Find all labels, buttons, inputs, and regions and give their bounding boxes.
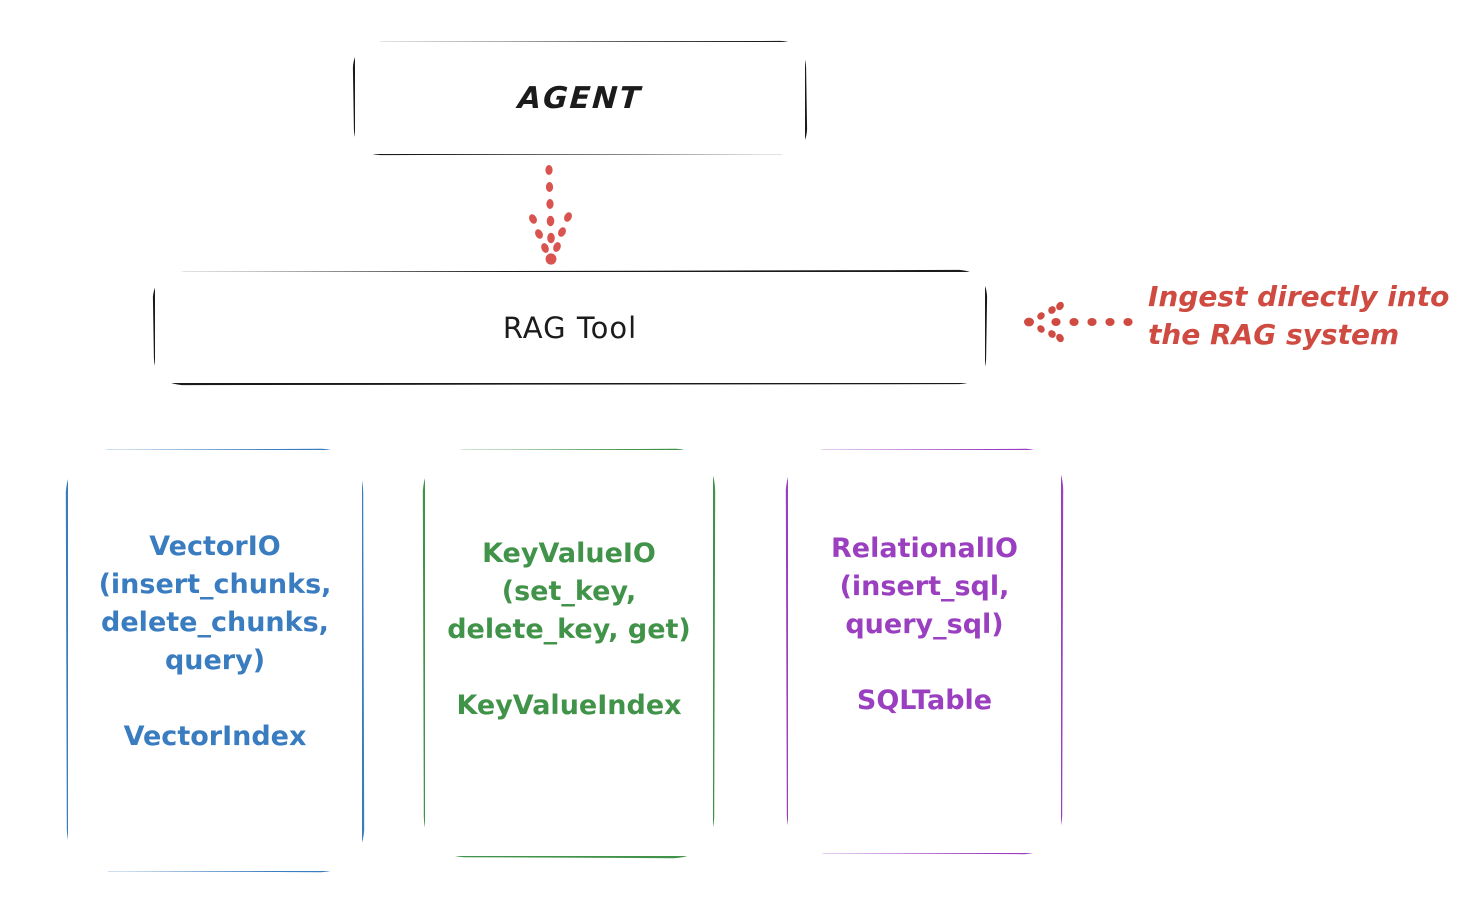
- agent-to-rag-tool-arrow: [529, 165, 572, 265]
- vectorio-provider-node[interactable]: VectorIO (insert_chunks, delete_chunks, …: [68, 450, 362, 871]
- keyvalueio-content: KeyValueIO (set_key, delete_key, get) Ke…: [425, 450, 713, 725]
- vectorio-api-label: VectorIO (insert_chunks, delete_chunks, …: [98, 531, 332, 676]
- relationalio-content: RelationalIO (insert_sql, query_sql) SQL…: [788, 450, 1061, 720]
- ingest-annotation-text: Ingest directly into the RAG system: [1148, 280, 1450, 351]
- ingest-dotted-arrow: [1024, 301, 1133, 343]
- relationalio-impl-label: SQLTable: [856, 685, 993, 716]
- vectorio-impl-label: VectorIndex: [123, 721, 307, 752]
- rag-tool-node-label: RAG Tool: [502, 310, 638, 345]
- agent-node[interactable]: AGENT: [355, 42, 805, 154]
- keyvalueio-impl-label: KeyValueIndex: [456, 690, 682, 721]
- keyvalueio-api-label: KeyValueIO (set_key, delete_key, get): [447, 538, 691, 645]
- relationalio-api-label: RelationalIO (insert_sql, query_sql): [831, 533, 1018, 640]
- keyvalueio-provider-node[interactable]: KeyValueIO (set_key, delete_key, get) Ke…: [425, 450, 713, 856]
- agent-node-label: AGENT: [516, 80, 644, 116]
- rag-tool-node[interactable]: RAG Tool: [155, 272, 985, 383]
- relationalio-provider-node[interactable]: RelationalIO (insert_sql, query_sql) SQL…: [788, 450, 1061, 853]
- vectorio-content: VectorIO (insert_chunks, delete_chunks, …: [68, 450, 362, 756]
